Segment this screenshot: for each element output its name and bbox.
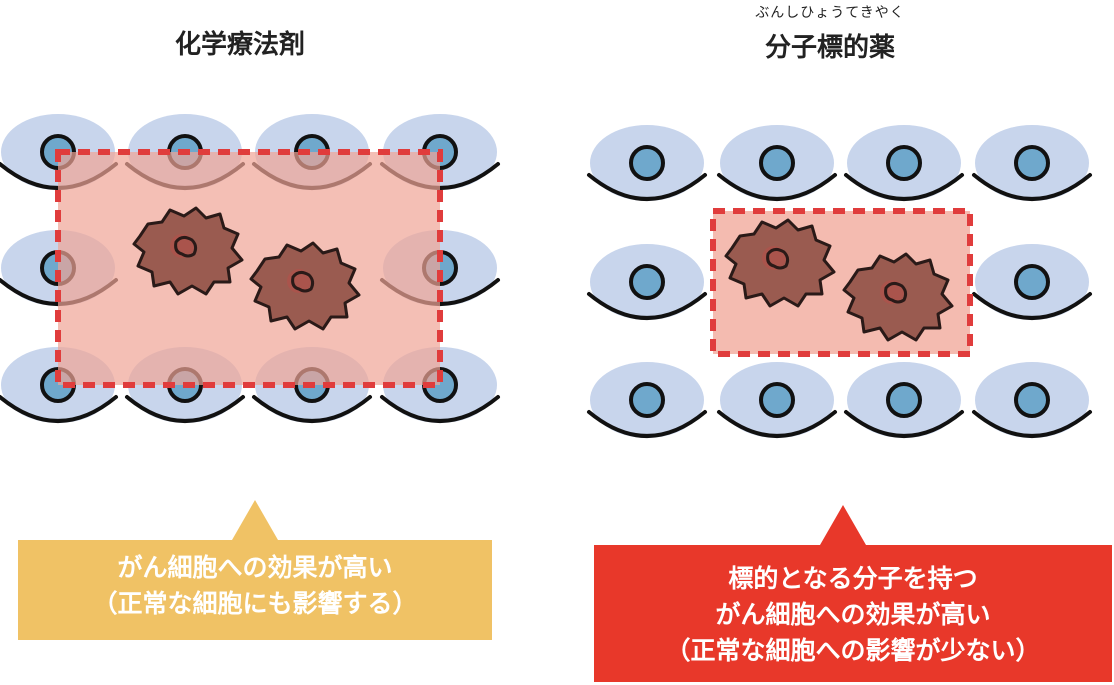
left-callout-line-2: （正常な細胞にも影響する） (92, 589, 418, 618)
right-callout-line-3: （正常な細胞への影響が少ない） (665, 636, 1041, 665)
normal-cell (972, 360, 1092, 440)
right-callout-line-1: 標的となる分子を持つ (728, 564, 978, 593)
normal-cell (587, 123, 707, 203)
left-effect-area (58, 152, 440, 385)
left-callout-text: がん細胞への効果が高い （正常な細胞にも影響する） (18, 550, 492, 622)
left-effect-area-border (55, 149, 443, 388)
targeted-therapy-title: 分子標的薬 (764, 33, 895, 63)
right-callout-box (594, 545, 1112, 682)
right-callout-line-2: がん細胞への効果が高い (715, 600, 991, 629)
chemotherapy-title: 化学療法剤 (174, 30, 305, 60)
normal-cell (717, 360, 837, 440)
normal-cell (844, 123, 964, 203)
normal-cell (972, 242, 1092, 322)
normal-cell (717, 123, 837, 203)
normal-cell (587, 242, 707, 322)
title-ruby: ぶんしひょうてきやく (755, 5, 905, 21)
left-callout-pointer (232, 500, 278, 540)
left-callout-line-1: がん細胞への効果が高い (117, 553, 393, 582)
right-callout-text: 標的となる分子を持つ がん細胞への効果が高い （正常な細胞への影響が少ない） (594, 561, 1112, 669)
normal-cell (844, 360, 964, 440)
right-effect-area-border (710, 208, 973, 357)
normal-cell (587, 360, 707, 440)
left-callout-box (18, 540, 492, 640)
right-callout-pointer (820, 505, 866, 545)
normal-cell (972, 123, 1092, 203)
